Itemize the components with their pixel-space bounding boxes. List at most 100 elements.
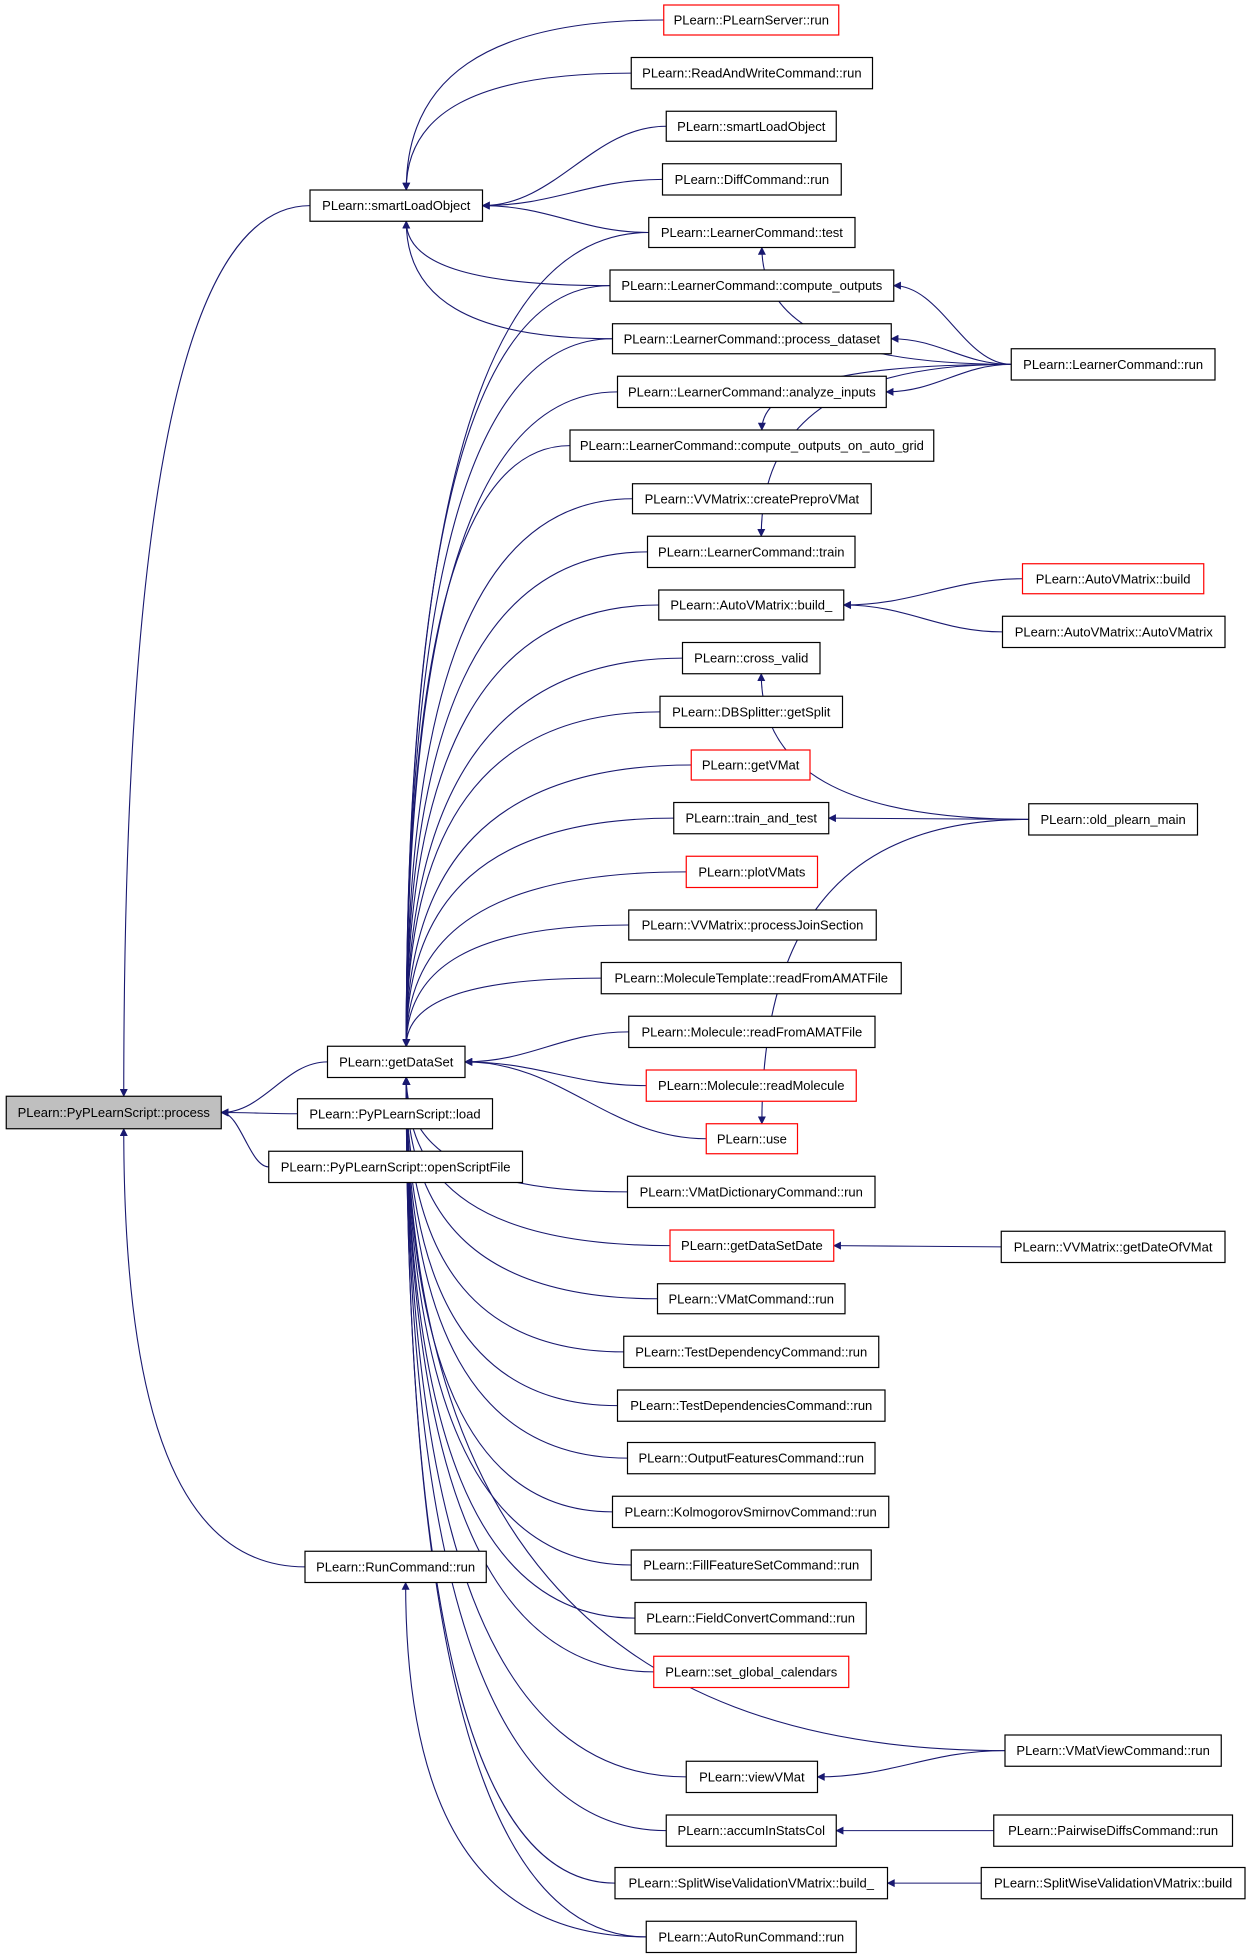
node-box <box>1004 1734 1222 1767</box>
node-process[interactable]: PLearn::PyPLearnScript::process <box>5 1095 222 1130</box>
node-label: PLearn::AutoVMatrix::AutoVMatrix <box>1015 624 1213 639</box>
node-label: PLearn::ReadAndWriteCommand::run <box>642 66 861 81</box>
node-box <box>609 269 895 302</box>
node-autoRunRun[interactable]: PLearn::AutoRunCommand::run <box>645 1920 857 1954</box>
node-label: PLearn::DBSplitter::getSplit <box>672 704 831 719</box>
node-label: PLearn::PLearnServer::run <box>674 13 829 28</box>
node-box <box>611 1495 890 1529</box>
node-box <box>304 1550 487 1584</box>
edge-ksRun-to-getDataSet <box>402 1076 613 1513</box>
edge-autoRunRun-to-runCommandRun <box>401 1581 647 1938</box>
node-outFeatRun[interactable]: PLearn::OutputFeaturesCommand::run <box>626 1441 876 1475</box>
edge-getDataSet-to-process <box>220 1061 328 1117</box>
node-label: PLearn::LearnerCommand::run <box>1023 357 1203 372</box>
edge-autoBuild-to-autoBuild_ <box>842 578 1023 609</box>
node-accumStats[interactable]: PLearn::accumInStatsCol <box>665 1814 837 1847</box>
node-lcComputeOutputs[interactable]: PLearn::LearnerCommand::compute_outputs <box>609 269 895 302</box>
node-readAndWriteRun[interactable]: PLearn::ReadAndWriteCommand::run <box>630 56 874 90</box>
node-dbGetSplit[interactable]: PLearn::DBSplitter::getSplit <box>659 695 844 729</box>
edge-autoBuild_-to-getDataSet <box>402 604 659 1048</box>
node-trainAndTest[interactable]: PLearn::train_and_test <box>673 801 830 835</box>
node-plearnServerRun[interactable]: PLearn::PLearnServer::run <box>663 4 840 36</box>
node-ksRun[interactable]: PLearn::KolmogorovSmirnovCommand::run <box>611 1495 890 1529</box>
node-label: PLearn::PyPLearnScript::load <box>309 1106 480 1121</box>
edge-oldMain-to-crossValid <box>757 672 1029 820</box>
node-lcRun[interactable]: PLearn::LearnerCommand::run <box>1010 348 1216 381</box>
node-vmatCmdRun[interactable]: PLearn::VMatCommand::run <box>656 1283 846 1315</box>
node-fillFeatRun[interactable]: PLearn::FillFeatureSetCommand::run <box>630 1549 872 1581</box>
node-label: PLearn::PyPLearnScript::process <box>18 1105 211 1120</box>
node-smartLoadObject[interactable]: PLearn::smartLoadObject <box>309 189 484 222</box>
node-label: PLearn::FillFeatureSetCommand::run <box>643 1558 859 1573</box>
node-testDepRun[interactable]: PLearn::TestDependencyCommand::run <box>623 1335 880 1369</box>
node-label: PLearn::getDataSet <box>339 1054 454 1069</box>
node-swvBuild[interactable]: PLearn::SplitWiseValidationVMatrix::buil… <box>980 1866 1246 1900</box>
node-box <box>616 1389 886 1422</box>
node-molRead[interactable]: PLearn::Molecule::readFromAMATFile <box>628 1015 876 1049</box>
node-diffRun[interactable]: PLearn::DiffCommand::run <box>661 163 842 196</box>
node-box <box>600 961 902 995</box>
node-box <box>653 1655 850 1689</box>
edge-vvGetDate-to-getDataSetDate <box>832 1241 1002 1250</box>
node-box <box>569 429 935 462</box>
node-box <box>611 323 892 355</box>
node-label: PLearn::Molecule::readFromAMATFile <box>641 1024 862 1039</box>
edge-molTplRead-to-getDataSet <box>402 977 602 1048</box>
edge-fillFeatRun-to-getDataSet <box>402 1076 632 1566</box>
node-crossValid[interactable]: PLearn::cross_valid <box>681 641 821 675</box>
node-autoCtor[interactable]: PLearn::AutoVMatrix::AutoVMatrix <box>1001 615 1226 649</box>
node-box <box>685 855 819 889</box>
node-label: PLearn::TestDependencyCommand::run <box>635 1344 867 1359</box>
node-openScriptFile[interactable]: PLearn::PyPLearnScript::openScriptFile <box>268 1150 524 1184</box>
node-lcComputeOutputsGrid[interactable]: PLearn::LearnerCommand::compute_outputs_… <box>569 429 935 462</box>
node-box <box>5 1095 222 1130</box>
node-label: PLearn::getVMat <box>702 758 800 773</box>
node-box <box>1021 563 1205 595</box>
node-box <box>1001 615 1226 649</box>
node-viewVMat[interactable]: PLearn::viewVMat <box>685 1760 819 1794</box>
node-box <box>665 110 837 142</box>
node-getDataSetDate[interactable]: PLearn::getDataSetDate <box>669 1229 835 1262</box>
node-box <box>685 1760 819 1794</box>
node-vvGetDate[interactable]: PLearn::VVMatrix::getDateOfVMat <box>1000 1230 1226 1264</box>
node-label: PLearn::VMatDictionaryCommand::run <box>640 1184 863 1199</box>
node-vvCreatePrepro[interactable]: PLearn::VVMatrix::createPreproVMat <box>631 483 872 515</box>
edge-use-to-getDataSet <box>464 1057 707 1140</box>
node-box <box>631 483 872 515</box>
node-getVMat[interactable]: PLearn::getVMat <box>690 749 811 781</box>
edge-lcTrain-to-getDataSet <box>402 551 648 1048</box>
node-vmatViewRun[interactable]: PLearn::VMatViewCommand::run <box>1004 1734 1222 1767</box>
node-autoBuild_[interactable]: PLearn::AutoVMatrix::build_ <box>658 589 845 621</box>
node-box <box>296 1098 494 1130</box>
node-lcTest[interactable]: PLearn::LearnerCommand::test <box>648 216 856 249</box>
node-fieldConvRun[interactable]: PLearn::FieldConvertCommand::run <box>634 1601 867 1635</box>
node-vmatDictRun[interactable]: PLearn::VMatDictionaryCommand::run <box>626 1175 876 1209</box>
edge-pyload-to-process <box>220 1108 298 1117</box>
node-plotVMats[interactable]: PLearn::plotVMats <box>685 855 819 889</box>
node-runCommandRun[interactable]: PLearn::RunCommand::run <box>304 1550 487 1584</box>
edge-viewVMat-to-getDataSet <box>402 1076 687 1778</box>
node-use[interactable]: PLearn::use <box>705 1123 799 1155</box>
node-swvBuild_[interactable]: PLearn::SplitWiseValidationVMatrix::buil… <box>614 1866 889 1900</box>
node-molTplRead[interactable]: PLearn::MoleculeTemplate::readFromAMATFi… <box>600 961 902 995</box>
node-autoBuild[interactable]: PLearn::AutoVMatrix::build <box>1021 563 1205 595</box>
node-label: PLearn::VMatViewCommand::run <box>1016 1743 1209 1758</box>
node-pairwiseRun[interactable]: PLearn::PairwiseDiffsCommand::run <box>993 1814 1234 1847</box>
edge-trainAndTest-to-getDataSet <box>402 817 674 1048</box>
node-lcProcessDataset[interactable]: PLearn::LearnerCommand::process_dataset <box>611 323 892 355</box>
node-getDataSet[interactable]: PLearn::getDataSet <box>326 1045 466 1079</box>
edges-layer <box>119 19 1029 1938</box>
node-smartLoadObject2[interactable]: PLearn::smartLoadObject <box>665 110 837 142</box>
node-pyload[interactable]: PLearn::PyPLearnScript::load <box>296 1098 494 1130</box>
node-lcAnalyzeInputs[interactable]: PLearn::LearnerCommand::analyze_inputs <box>616 375 887 409</box>
node-box <box>645 1069 857 1102</box>
node-vvProcessJoin[interactable]: PLearn::VVMatrix::processJoinSection <box>628 909 877 941</box>
node-setGlobalCal[interactable]: PLearn::set_global_calendars <box>653 1655 850 1689</box>
node-molReadMolecule[interactable]: PLearn::Molecule::readMolecule <box>645 1069 857 1102</box>
node-label: PLearn::LearnerCommand::process_dataset <box>624 331 881 346</box>
node-testDepsRun[interactable]: PLearn::TestDependenciesCommand::run <box>616 1389 886 1422</box>
node-lcTrain[interactable]: PLearn::LearnerCommand::train <box>646 535 856 569</box>
edge-oldMain-to-trainAndTest <box>827 814 1029 823</box>
node-box <box>630 56 874 90</box>
node-oldMain[interactable]: PLearn::old_plearn_main <box>1028 803 1199 836</box>
